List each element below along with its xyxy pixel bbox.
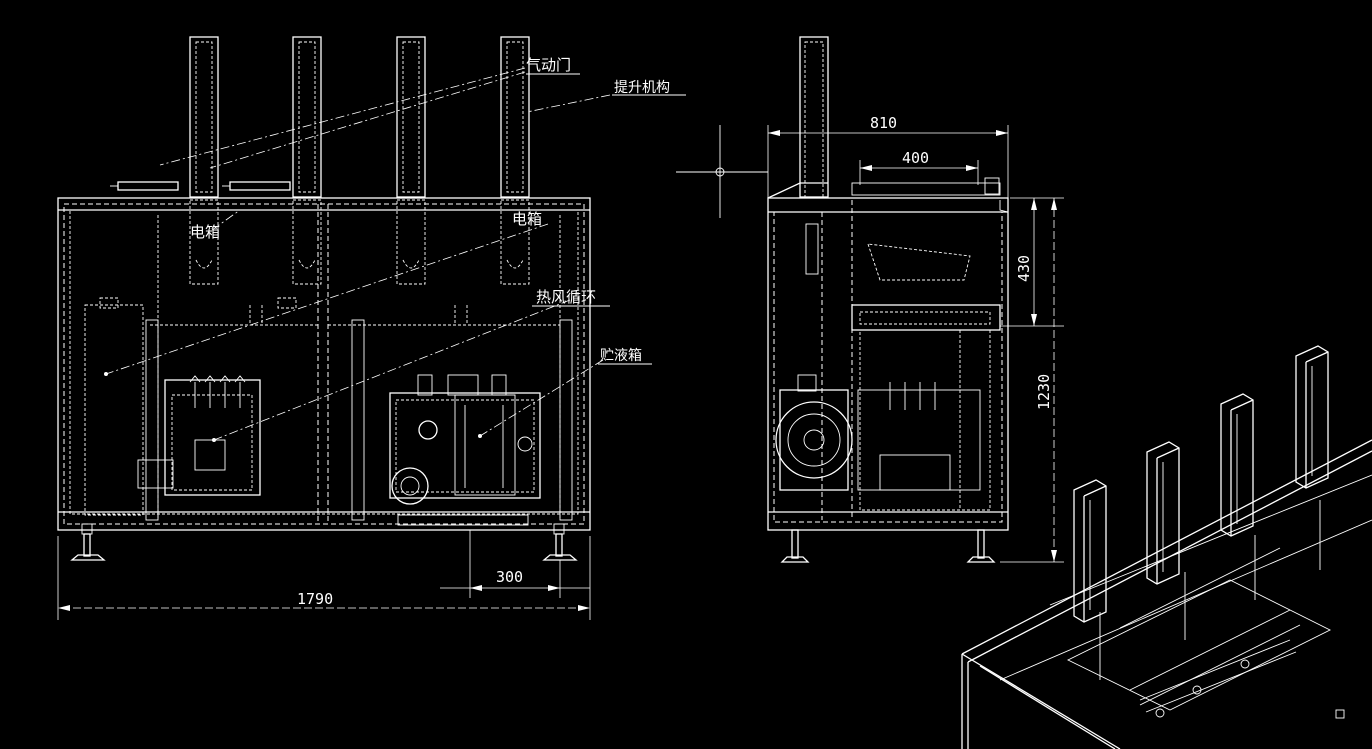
label-electric-box: 电箱 <box>190 223 220 241</box>
side-dimensions <box>676 125 1064 563</box>
label-liquid-tank: 贮液箱 <box>600 348 642 364</box>
isometric-view <box>961 345 1372 749</box>
front-dimensions <box>57 530 591 620</box>
side-frame <box>767 36 1009 531</box>
iso-columns <box>1073 345 1329 623</box>
heater-unit <box>137 375 261 496</box>
dim-total-width: 1790 <box>297 590 333 608</box>
side-view: 810 400 430 1230 <box>676 36 1064 563</box>
label-electric-box-2: 电箱 <box>512 210 542 228</box>
liquid-tank-pump <box>389 374 541 526</box>
front-feet <box>70 523 578 561</box>
dim-filter-width: 300 <box>496 568 523 586</box>
dim-side-depth: 810 <box>870 114 897 132</box>
iso-rails <box>1139 639 1345 719</box>
front-frame <box>57 197 591 531</box>
dim-body-height: 1230 <box>1035 374 1053 410</box>
front-leaders <box>104 67 611 442</box>
dim-top-height: 430 <box>1015 255 1033 282</box>
label-hot-air: 热风循环 <box>536 288 596 306</box>
label-pneumatic-door: 气动门 <box>526 56 571 74</box>
dim-side-inner: 400 <box>902 149 929 167</box>
pneumatic-cylinders <box>110 181 291 191</box>
label-lift-mechanism: 提升机构 <box>614 80 670 96</box>
front-view: 气动门 提升机构 电箱 电箱 热风循环 贮液箱 1790 300 <box>57 36 686 620</box>
lift-columns <box>189 36 530 285</box>
side-feet <box>780 529 996 563</box>
